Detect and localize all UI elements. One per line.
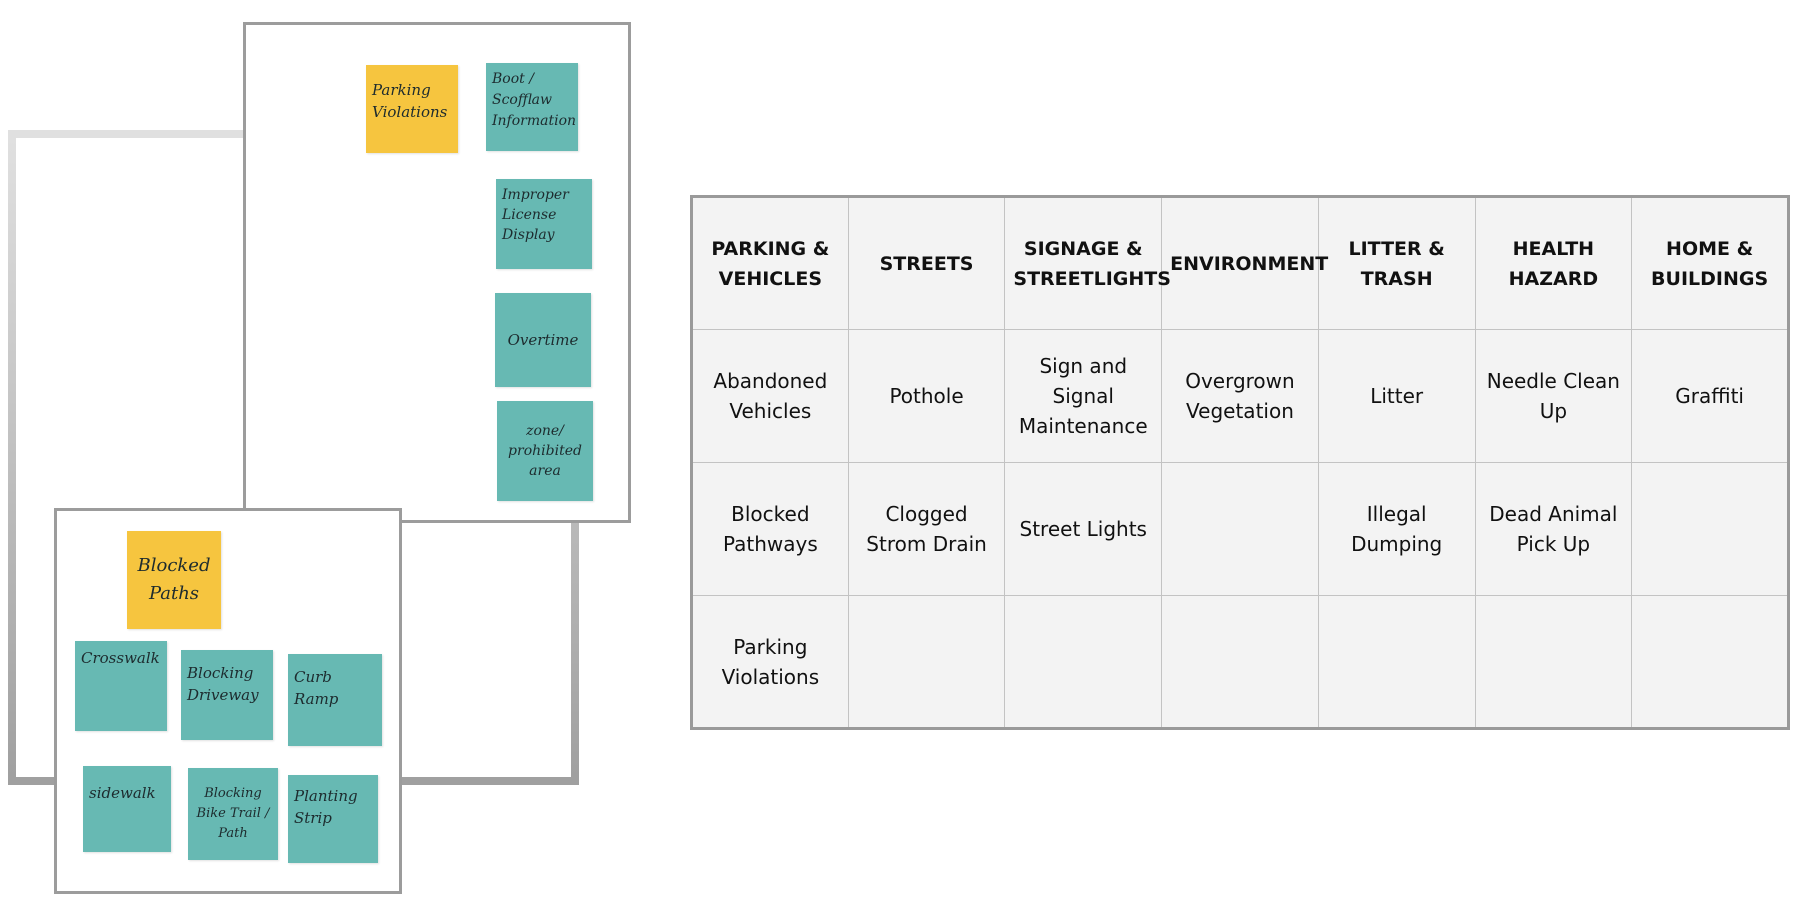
sticky-note-sidewalk: sidewalk xyxy=(83,766,171,852)
header-litter-trash: LITTER & TRASH xyxy=(1317,196,1476,330)
table-cell xyxy=(1631,462,1789,596)
header-signage-streetlights: SIGNAGE & STREETLIGHTS xyxy=(1004,196,1171,330)
header-streets: STREETS xyxy=(847,196,1006,330)
table-cell xyxy=(1161,462,1319,596)
table-cell: Overgrown Vegetation xyxy=(1161,329,1319,463)
sticky-board-parking: Parking Violations Boot / Scofflaw Infor… xyxy=(243,22,631,523)
sticky-board-blocked-paths: Blocked Paths Crosswalk Blocking Drivewa… xyxy=(54,508,402,894)
table-cell: Street Lights xyxy=(1004,462,1163,596)
table-cell xyxy=(1161,595,1319,729)
table-cell: Dead Animal Pick Up xyxy=(1474,462,1633,596)
sticky-note-zone-prohibited: zone/ prohibited area xyxy=(497,401,593,501)
table-row: Parking Violations xyxy=(691,595,1789,729)
sticky-note-blocking-driveway: Blocking Driveway xyxy=(181,650,273,740)
table-cell: Illegal Dumping xyxy=(1317,462,1476,596)
table-cell xyxy=(1631,595,1789,729)
sticky-note-curb-ramp: Curb Ramp xyxy=(288,654,382,746)
table-cell: Graffiti xyxy=(1631,329,1789,463)
category-table: PARKING & VEHICLES STREETS SIGNAGE & STR… xyxy=(690,195,1790,730)
table-header-row: PARKING & VEHICLES STREETS SIGNAGE & STR… xyxy=(691,196,1789,330)
table-cell: Needle Clean Up xyxy=(1474,329,1633,463)
sticky-note-blocking-bike-trail: Blocking Bike Trail / Path xyxy=(188,768,278,860)
header-parking-vehicles: PARKING & VEHICLES xyxy=(691,196,849,330)
table-cell xyxy=(847,595,1006,729)
header-health-hazard: HEALTH HAZARD xyxy=(1474,196,1633,330)
sticky-note-crosswalk: Crosswalk xyxy=(75,641,167,731)
sticky-note-parking-violations: Parking Violations xyxy=(366,65,458,153)
table-cell: Pothole xyxy=(847,329,1006,463)
table-cell: Litter xyxy=(1317,329,1476,463)
sticky-note-boot-scofflaw: Boot / Scofflaw Information xyxy=(486,63,578,151)
sticky-note-improper-license: Improper License Display xyxy=(496,179,592,269)
table-cell: Clogged Strom Drain xyxy=(847,462,1006,596)
table-cell: Sign and Signal Maintenance xyxy=(1004,329,1163,463)
table-cell: Abandoned Vehicles xyxy=(691,329,849,463)
table-row: Abandoned Vehicles Pothole Sign and Sign… xyxy=(691,329,1789,463)
header-environment: ENVIRONMENT xyxy=(1161,196,1328,330)
table-cell: Parking Violations xyxy=(691,595,849,729)
table-cell xyxy=(1317,595,1476,729)
sticky-note-planting-strip: Planting Strip xyxy=(288,775,378,863)
sticky-note-blocked-paths: Blocked Paths xyxy=(127,531,221,629)
table-cell xyxy=(1474,595,1633,729)
table-cell xyxy=(1004,595,1163,729)
sticky-note-overtime: Overtime xyxy=(495,293,591,387)
table-cell: Blocked Pathways xyxy=(691,462,849,596)
header-home-buildings: HOME & BUILDINGS xyxy=(1631,196,1789,330)
table-row: Blocked Pathways Clogged Strom Drain Str… xyxy=(691,462,1789,596)
